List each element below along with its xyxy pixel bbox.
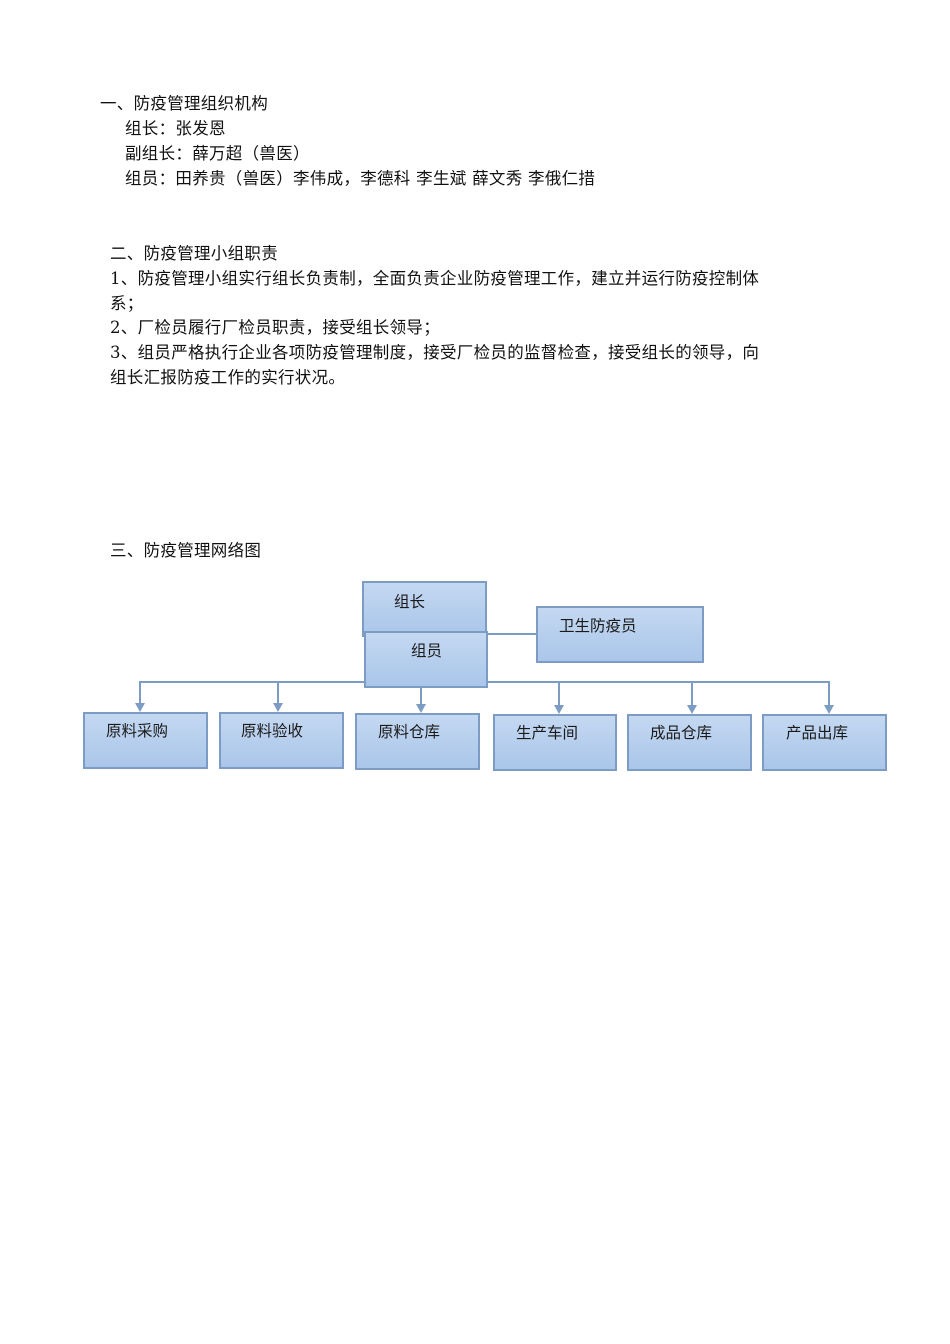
dept-box-finished-warehouse: 成品仓库 [627,714,752,771]
members-line: 组员：田养贵（兽医）李伟成，李德科 李生斌 薛文秀 李俄仁措 [125,169,596,188]
members-box: 组员 [364,631,488,688]
section2-heading: 二、防疫管理小组职责 [110,244,278,263]
section1-heading: 一、防疫管理组织机构 [100,94,268,113]
dept-box-workshop: 生产车间 [493,714,617,771]
leader-box-label: 组长 [394,593,426,611]
duty-item-3-line-1: 3、组员严格执行企业各项防疫管理制度，接受厂检员的监督检查，接受组长的领导，向 [110,343,760,362]
dept-box-label: 生产车间 [516,724,579,742]
leader-line: 组长：张发恩 [125,119,226,138]
duty-item-1-line-2: 系； [110,294,144,313]
members-box-label: 组员 [411,642,443,660]
dept-box-label: 原料仓库 [378,723,441,741]
dept-box-raw-inspection: 原料验收 [219,712,344,769]
duty-item-2: 2、厂检员履行厂检员职责，接受组长领导； [110,318,440,337]
hygiene-officer-box-label: 卫生防疫员 [559,617,637,635]
dept-box-label: 原料验收 [241,722,304,740]
dept-box-product-outbound: 产品出库 [762,714,887,771]
dept-box-label: 成品仓库 [650,724,713,742]
dept-box-raw-purchase: 原料采购 [83,712,208,769]
dept-box-raw-warehouse: 原料仓库 [355,713,480,770]
duty-item-1-line-1: 1、防疫管理小组实行组长负责制，全面负责企业防疫管理工作，建立并运行防疫控制体 [110,269,760,288]
duty-item-3-line-2: 组长汇报防疫工作的实行状况。 [110,368,346,387]
dept-box-label: 产品出库 [786,724,849,742]
hygiene-officer-box: 卫生防疫员 [536,606,704,663]
deputy-line: 副组长：薛万超（兽医） [125,144,310,163]
leader-box: 组长 [362,581,487,637]
dept-box-label: 原料采购 [106,722,169,740]
section3-heading: 三、防疫管理网络图 [110,541,262,560]
